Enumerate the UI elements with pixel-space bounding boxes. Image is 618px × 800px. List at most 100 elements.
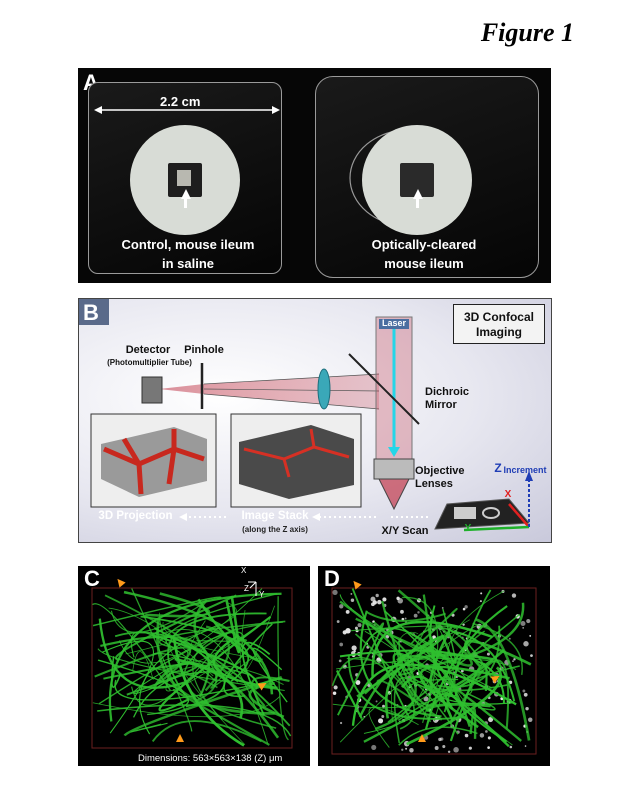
nerve-fiber <box>131 633 228 706</box>
panel-b-label: B <box>83 300 99 325</box>
z-axis-label: Z <box>494 461 502 475</box>
cell-dot <box>377 599 382 605</box>
nerve-fiber <box>114 631 291 727</box>
nerve-fiber <box>387 613 521 723</box>
panel-c-label: C <box>84 566 100 591</box>
cell-dot <box>409 748 414 753</box>
cell-dot <box>513 658 516 661</box>
nerve-fiber <box>165 593 278 649</box>
cell-dot <box>350 598 355 602</box>
nerve-fiber <box>132 671 220 718</box>
arrow-icon <box>181 189 191 199</box>
cell-dot <box>487 746 490 749</box>
nerve-fiber <box>193 599 240 683</box>
nerve-fiber <box>417 646 513 705</box>
fiber-network-c <box>91 578 293 749</box>
nerve-fiber <box>398 726 478 746</box>
cell-dot <box>520 620 526 627</box>
cell-dot <box>336 620 340 623</box>
nerve-fiber <box>475 618 531 741</box>
ring-control <box>130 125 240 235</box>
cell-dot <box>345 609 350 614</box>
nerve-fiber <box>92 603 171 691</box>
cell-dot <box>417 611 420 614</box>
panel-c-micrograph: C X Y Z Dimensions: 563×563×138 (Z) μm <box>78 566 310 766</box>
cell-dot <box>488 717 494 723</box>
nerve-fiber <box>444 692 510 748</box>
confocal-schematic <box>79 299 533 532</box>
cell-dot <box>522 626 525 629</box>
cell-dot <box>405 747 408 750</box>
nerve-fiber <box>125 602 237 655</box>
dichroic-label: Dichroic Mirror <box>425 386 485 412</box>
cell-dot <box>404 617 407 620</box>
nerve-fiber <box>346 657 439 707</box>
cell-dot <box>479 600 482 603</box>
nerve-fiber <box>401 675 454 722</box>
caption-line: in saline <box>161 256 215 271</box>
cell-dot <box>370 596 376 602</box>
cell-dot <box>462 607 466 611</box>
cell-dot <box>332 589 338 595</box>
axis-x-label: X <box>241 566 247 575</box>
objective-line: Objective <box>415 465 465 477</box>
nerve-fiber <box>359 610 442 718</box>
nerve-fiber <box>469 707 477 739</box>
nerve-fiber <box>153 628 269 744</box>
image-stack-label: Image Stack <box>241 510 309 522</box>
cell-dot <box>342 630 347 635</box>
objective-label: Objective Lenses <box>415 465 475 491</box>
panel-d-label: D <box>324 566 340 591</box>
nerve-fiber <box>114 677 283 701</box>
panel-d-micrograph: D <box>318 566 550 766</box>
cell-dot <box>371 602 375 607</box>
nerve-fiber <box>108 607 214 677</box>
arrow-stem <box>184 198 187 208</box>
objective-line: Lenses <box>415 478 453 490</box>
cell-dot <box>512 660 514 662</box>
caption-cleared: Optically-cleared mouse ileum <box>344 235 504 273</box>
fiber-network-d <box>331 580 537 755</box>
cell-dot <box>375 700 378 703</box>
nerve-fiber <box>133 664 175 694</box>
ring-cleared <box>362 125 472 235</box>
dichroic-line: Dichroic <box>425 386 470 398</box>
nerve-fiber <box>336 657 517 670</box>
cell-dot <box>511 593 517 598</box>
image-stack-sublabel: (along the Z axis) <box>242 525 308 534</box>
cell-dot <box>487 736 491 740</box>
cell-dot <box>375 593 379 598</box>
cell-dot <box>447 750 451 754</box>
title-box-line: 3D Confocal <box>463 310 534 324</box>
cell-dot <box>523 692 528 697</box>
nerve-fiber <box>108 592 282 722</box>
cell-dot <box>438 737 442 742</box>
nerve-fiber <box>277 596 289 741</box>
nerve-fiber <box>174 657 244 719</box>
stage-axis-y: Y <box>464 523 472 534</box>
nerve-fiber <box>97 659 190 716</box>
cell-dot <box>508 637 511 640</box>
nerve-fiber <box>335 670 364 721</box>
nerve-fiber <box>92 596 222 627</box>
nerve-fiber <box>451 630 516 702</box>
cell-dot <box>357 623 362 628</box>
cell-dot <box>441 607 444 609</box>
cell-dot <box>485 730 488 733</box>
cell-dot <box>462 623 465 626</box>
cell-dot <box>525 706 529 711</box>
cell-dot <box>423 696 429 702</box>
cell-dot <box>351 645 357 651</box>
cell-dot <box>529 635 532 637</box>
cell-dot <box>464 605 468 609</box>
caption-line: Optically-cleared <box>371 237 477 252</box>
cell-dot <box>338 659 342 663</box>
nerve-fiber <box>158 620 286 649</box>
caption-control: Control, mouse ileum in saline <box>108 235 268 273</box>
caption-line: mouse ileum <box>384 256 464 271</box>
nerve-fiber <box>373 621 415 676</box>
arrow-stem <box>416 198 419 208</box>
nerve-fiber <box>364 608 458 695</box>
cell-dot <box>355 680 361 685</box>
cell-dot <box>480 592 483 595</box>
